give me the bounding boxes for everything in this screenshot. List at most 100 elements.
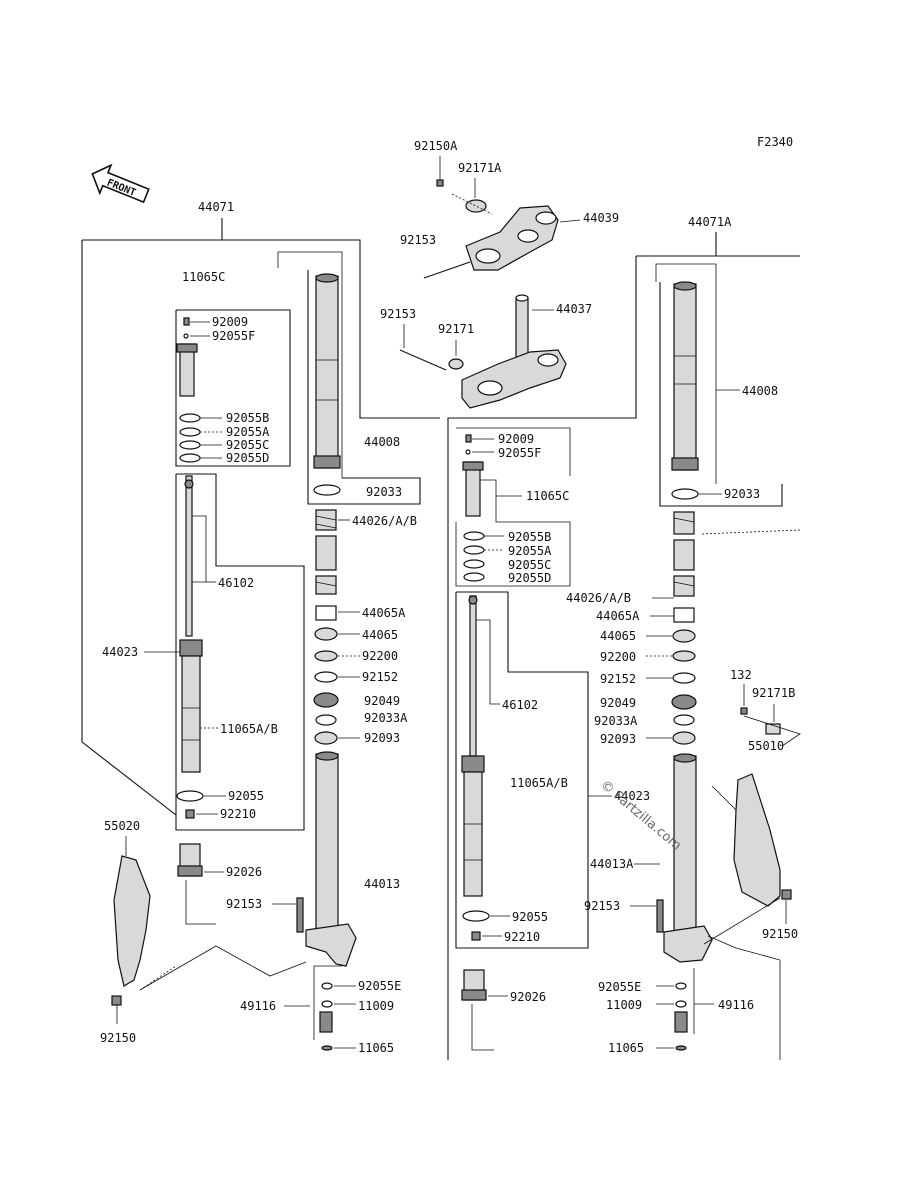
label-92049-right: 92049 — [600, 696, 636, 710]
label-44065-right: 44065 — [600, 629, 636, 643]
bolt-92153-right-icon — [656, 899, 664, 933]
oring-92033-left-icon — [313, 484, 341, 496]
label-92033a-left: 92033A — [364, 711, 408, 725]
label-92200-right: 92200 — [600, 650, 636, 664]
axle-bracket-right-icon — [663, 925, 713, 963]
label-46102-right: 46102 — [502, 698, 538, 712]
bolt-92153-mid-icon — [399, 349, 447, 371]
label-92055b-left: 92055B — [226, 411, 269, 425]
seal-92152-left-icon — [314, 671, 338, 683]
label-44023-left: 44023 — [102, 645, 138, 659]
label-44065a-right: 44065A — [596, 609, 640, 623]
inner-tube-44013-left-icon — [315, 753, 339, 935]
label-55010: 55010 — [748, 739, 784, 753]
label-92009-left: 92009 — [212, 315, 248, 329]
label-92009-right: 92009 — [498, 432, 534, 446]
bushing-44065a-right-icon — [673, 607, 695, 623]
label-92055-left: 92055 — [228, 789, 264, 803]
label-44071a: 44071A — [688, 215, 732, 229]
label-92033-left: 92033 — [366, 485, 402, 499]
oring-92055-right-icon — [462, 910, 490, 922]
label-92153-mid: 92153 — [380, 307, 416, 321]
axle-bracket-left-icon — [305, 923, 357, 967]
label-92026-left: 92026 — [226, 865, 262, 879]
label-44026-right: 44026/A/B — [566, 591, 631, 605]
cylinder-head-44023-right-icon — [461, 755, 485, 773]
washer-92200-left-icon — [314, 650, 338, 662]
cylinder-head-44023-left-icon — [179, 639, 203, 657]
label-92171b: 92171B — [752, 686, 795, 700]
bleed-valve-right-icon — [674, 1011, 688, 1033]
label-92055c-left: 92055C — [226, 438, 269, 452]
bolt-92009-right-icon — [465, 434, 472, 443]
oring-92033-right-icon — [671, 488, 699, 500]
outer-tube-44008-left-icon — [315, 275, 339, 469]
spring-44026-left-icon — [315, 509, 337, 595]
label-92093-left: 92093 — [364, 731, 400, 745]
label-11065ab-left: 11065A/B — [220, 722, 278, 736]
bleed-valve-left-icon — [319, 1011, 333, 1033]
label-92055f-left: 92055F — [212, 329, 255, 343]
label-46102-left: 46102 — [218, 576, 254, 590]
label-92171: 92171 — [438, 322, 474, 336]
label-92153-right: 92153 — [584, 899, 620, 913]
label-44013: 44013 — [364, 877, 400, 891]
label-92153-left: 92153 — [226, 897, 262, 911]
label-92055d-left: 92055D — [226, 451, 269, 465]
label-92055e-left: 92055E — [358, 979, 401, 993]
diagram-code: F2340 — [757, 135, 793, 149]
bolt-92150-right-icon — [781, 889, 792, 900]
label-92055b-right: 92055B — [508, 530, 551, 544]
label-44008-left: 44008 — [364, 435, 400, 449]
front-arrow-icon: FRONT — [91, 163, 150, 204]
label-92055e-right: 92055E — [598, 980, 641, 994]
label-92049-left: 92049 — [364, 694, 400, 708]
label-92026-right: 92026 — [510, 990, 546, 1004]
clip-92171b-icon — [765, 723, 781, 735]
oring-11009-right-icon — [675, 1000, 687, 1008]
bushing-44065-right-icon — [672, 629, 696, 643]
label-132: 132 — [730, 668, 752, 682]
label-11065-left: 11065 — [358, 1041, 394, 1055]
label-11065c-left: 11065C — [182, 270, 225, 284]
circlip-92033a-left-icon — [315, 714, 337, 726]
label-92055-right: 92055 — [512, 910, 548, 924]
label-11009-right: 11009 — [606, 998, 642, 1012]
circlip-92033a-right-icon — [673, 714, 695, 726]
oring-92055e-right-icon — [675, 982, 687, 990]
label-92150a: 92150A — [414, 139, 458, 153]
label-92033-right: 92033 — [724, 487, 760, 501]
label-92152-right: 92152 — [600, 672, 636, 686]
dust-seal-92093-left-icon — [314, 731, 338, 745]
bolt-92153-top-icon — [423, 261, 471, 279]
label-44013a: 44013A — [590, 857, 634, 871]
label-92152-left: 92152 — [362, 670, 398, 684]
washer-92210-right-icon — [471, 931, 481, 941]
label-92055f-right: 92055F — [498, 446, 541, 460]
bolt-92150a-icon — [436, 179, 444, 187]
washer-92210-left-icon — [185, 809, 195, 819]
label-11065ab-right: 11065A/B — [510, 776, 568, 790]
label-49116-right: 49116 — [718, 998, 754, 1012]
washer-92200-right-icon — [672, 650, 696, 662]
seal-92152-right-icon — [672, 672, 696, 684]
label-92033a-right: 92033A — [594, 714, 638, 728]
label-92171a: 92171A — [458, 161, 502, 175]
label-11065c-right: 11065C — [526, 489, 569, 503]
fork-guard-55010-icon — [733, 773, 781, 907]
oil-seal-92049-right-icon — [671, 694, 697, 710]
fork-guard-55020-icon — [113, 855, 151, 987]
label-92150-left: 92150 — [100, 1031, 136, 1045]
outer-tube-44008-right-icon — [673, 283, 697, 471]
oil-seal-92049-left-icon — [313, 692, 339, 708]
cap-92171-icon — [448, 358, 464, 370]
oring-11009-left-icon — [321, 1000, 333, 1008]
label-55020: 55020 — [104, 819, 140, 833]
label-44071: 44071 — [198, 200, 234, 214]
bushing-44065-left-icon — [314, 627, 338, 641]
cap-92171a-icon — [465, 199, 487, 213]
bolt-92153-left-icon — [296, 897, 304, 933]
bolt-92150-left-icon — [111, 995, 122, 1006]
label-92055c-right: 92055C — [508, 558, 551, 572]
